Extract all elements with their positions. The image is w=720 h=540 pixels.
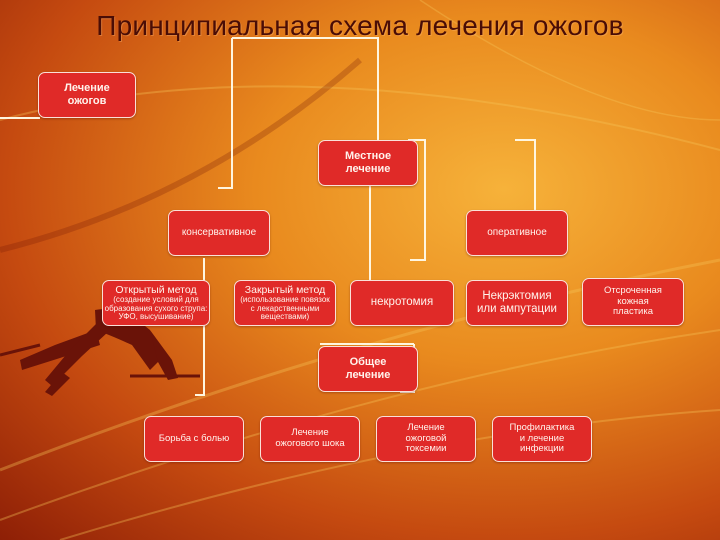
node-burn-treatment-label: Лечение ожогов [64,82,110,107]
node-infection-prevention: Профилактика и лечение инфекции [492,416,592,462]
node-shock-treatment: Лечение ожогового шока [260,416,360,462]
node-pain-control: Борьба с болью [144,416,244,462]
node-necrectomy: Некрэктомия или ампутации [466,280,568,326]
node-operative-label: оперативное [487,227,547,239]
node-general-treatment-label: Общее лечение [345,356,391,381]
node-local-treatment: Местное лечение [318,140,418,186]
node-necrectomy-label: Некрэктомия или ампутации [476,289,557,315]
node-local-treatment-label: Местное лечение [344,150,392,175]
node-conservative: консервативное [168,210,270,256]
node-necrotomy: некротомия [350,280,454,326]
slide-title: Принципиальная схема лечения ожогов [96,10,624,41]
node-closed-method-details: (использование повязок с лекарственными … [240,294,330,322]
node-general-treatment: Общее лечение [318,346,418,392]
node-burn-treatment: Лечение ожогов [38,72,136,118]
node-necrotomy-label: некротомия [370,296,434,309]
node-delayed-plasty: Отсроченная кожная пластика [582,278,684,326]
node-toxemia-treatment: Лечение ожоговой токсемии [376,416,476,462]
node-closed-method: Закрытый метод (использование повязок с … [234,280,336,326]
node-open-method-title: Открытый метод [115,283,197,296]
node-infection-prevention-label: Профилактика и лечение инфекции [509,421,575,455]
node-open-method-details: (создание условий для образования сухого… [104,294,208,322]
node-toxemia-treatment-label: Лечение ожоговой токсемии [405,421,447,455]
node-shock-treatment-label: Лечение ожогового шока [275,427,345,449]
node-open-method: Открытый метод (создание условий для обр… [102,280,210,326]
node-closed-method-title: Закрытый метод [244,283,326,296]
node-pain-control-label: Борьба с болью [158,432,230,444]
node-delayed-plasty-label: Отсроченная кожная пластика [604,284,662,318]
node-operative: оперативное [466,210,568,256]
node-conservative-label: консервативное [181,227,257,239]
